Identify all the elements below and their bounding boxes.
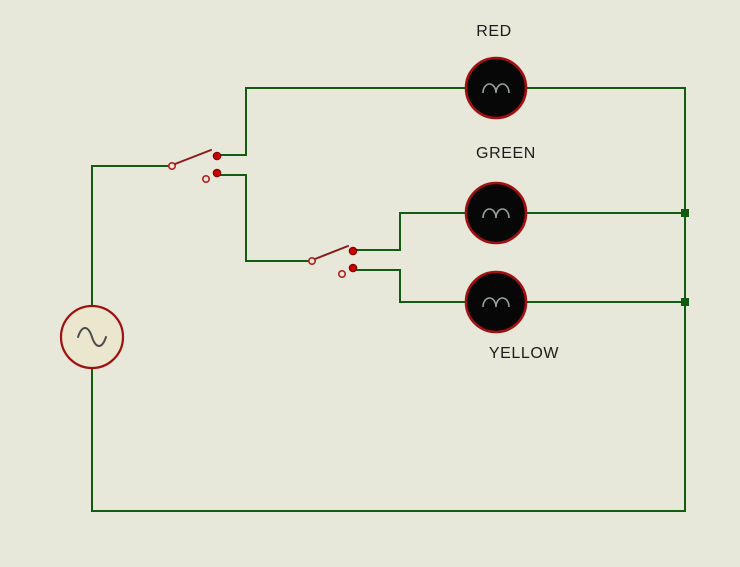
wire-switch2-to-green-lamp	[356, 212, 466, 251]
wire-group	[91, 87, 686, 512]
filament-icon	[482, 208, 510, 219]
junction-dot	[681, 209, 689, 217]
switch-2[interactable]	[307, 245, 358, 278]
lamp-label-yellow: YELLOW	[489, 345, 560, 362]
switch-1-throw-dot-top[interactable]	[212, 151, 222, 161]
lamp-green[interactable]	[464, 181, 528, 245]
wire-switch1-to-red-lamp	[219, 87, 466, 156]
switch-2-pole-terminal[interactable]	[307, 256, 316, 265]
switch-1-lower-contact[interactable]	[202, 175, 211, 184]
switch-2-throw-dot-bottom[interactable]	[348, 263, 358, 273]
switch-1-throw-dot-bottom[interactable]	[212, 168, 222, 178]
wire-source-to-switch1	[91, 165, 170, 307]
filament-icon	[482, 297, 510, 308]
switch-1-pole-terminal[interactable]	[168, 162, 177, 171]
wire-switch1-to-switch2	[219, 174, 309, 262]
switch-2-throw-dot-top[interactable]	[348, 246, 358, 256]
lamp-yellow-body[interactable]	[464, 270, 528, 334]
lamp-label-green: GREEN	[476, 145, 536, 162]
filament-icon	[482, 83, 510, 94]
lamp-green-body[interactable]	[464, 181, 528, 245]
switch-1-lever[interactable]	[174, 149, 212, 165]
wire-switch2-to-yellow-lamp	[356, 269, 466, 303]
lamp-yellow[interactable]	[464, 270, 528, 334]
lamp-red-body[interactable]	[464, 56, 528, 120]
wire-bottom-return	[91, 367, 686, 512]
switch-2-lever[interactable]	[314, 245, 349, 260]
switch-1[interactable]	[168, 149, 222, 184]
lamp-label-red: RED	[476, 23, 512, 40]
junction-group	[681, 209, 689, 306]
ac-source[interactable]	[59, 304, 125, 370]
sine-wave-icon	[77, 327, 107, 347]
junction-dot	[681, 298, 689, 306]
lamp-red[interactable]	[464, 56, 528, 120]
switch-2-lower-contact[interactable]	[337, 269, 346, 278]
